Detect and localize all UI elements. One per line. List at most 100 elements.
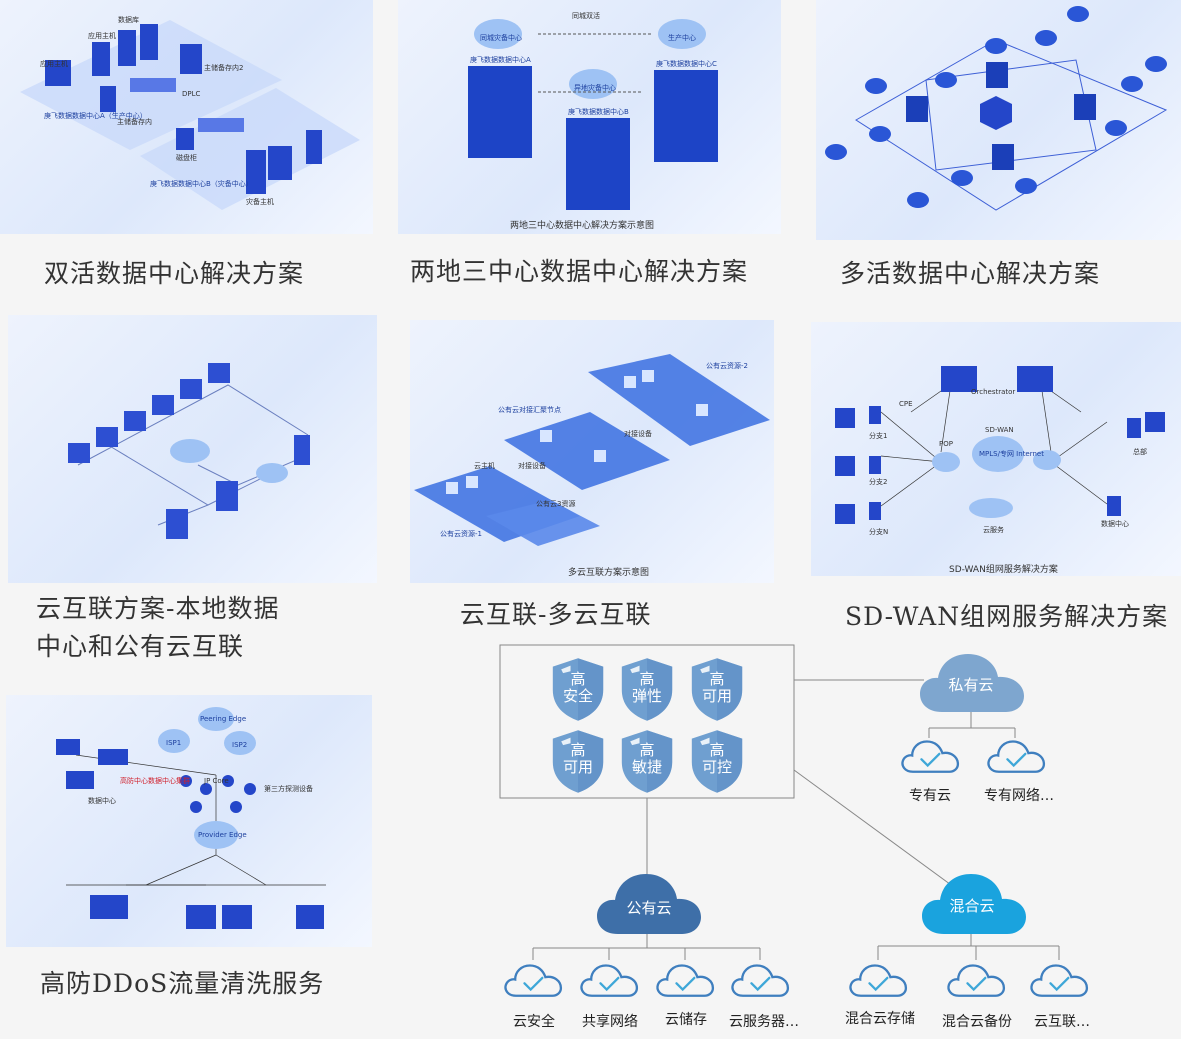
feature-line2: 敏捷: [632, 758, 662, 776]
ddos-thumbnail: ISP1 ISP2 Peering Edge Provider Edge JP …: [6, 695, 372, 947]
label-cloud: 云服务: [983, 525, 1004, 534]
solution-card-two-site-three-center[interactable]: 同城双活 同城灾备中心 生产中心 异地灾备中心 庚飞数据数据中心A 庚飞数据数据…: [398, 0, 782, 300]
label-sync: 同城双活: [572, 11, 600, 20]
feature-line2: 安全: [563, 687, 593, 705]
active-active-thumbnail: 应用主机 应用主机 数据库 主储备存内 主储备存内2 DPLC 磁盘柜 灾备主机…: [0, 0, 373, 234]
private-cloud-child: 专有云: [909, 788, 951, 804]
private-cloud-node: 私有云: [920, 654, 1024, 712]
feature-line2: 可控: [702, 758, 732, 776]
solution-title: 高防DDoS流量清洗服务: [40, 969, 325, 998]
feature-shield: 高 可控: [691, 730, 743, 793]
solution-title: SD-WAN组网服务解决方案: [845, 602, 1169, 631]
solution-title-line-2: 中心和公有云互联: [36, 632, 245, 661]
label-third: 第三方探测设备: [264, 784, 313, 793]
label-sdwan: SD-WAN: [985, 426, 1014, 434]
solution-card-multi-active[interactable]: 多活数据中心解决方案: [816, 0, 1181, 300]
label-backup-host: 灾备主机: [246, 197, 274, 206]
label-branch-n: 分支N: [869, 527, 888, 536]
feature-line1: 高: [709, 670, 724, 688]
label-pop: POP: [939, 440, 953, 448]
label-public-cloud-3: 公有云3资源: [536, 499, 575, 508]
label-center-a: 庚飞数据数据中心A（生产中心）: [44, 111, 147, 120]
local-public-interconnect-thumbnail: [8, 315, 377, 583]
label-device-1: 对接设备: [518, 461, 546, 470]
label-dc-c: 庚飞数据数据中心C: [656, 59, 717, 68]
public-cloud-child: 云服务器…: [729, 1014, 799, 1030]
thumb-caption-multi-cloud: 多云互联方案示意图: [568, 566, 649, 578]
feature-line1: 高: [709, 741, 724, 759]
label-app-host-1: 应用主机: [40, 59, 68, 68]
label-provider: Provider Edge: [198, 831, 247, 839]
label-host: 云主机: [474, 461, 495, 470]
cloud-check-icon: [901, 740, 960, 773]
label-app-host-2: 应用主机: [88, 31, 116, 40]
hybrid-cloud-node: 混合云: [922, 874, 1026, 934]
cloud-check-icon: [504, 964, 563, 997]
label-disaster-center: 同城灾备中心: [480, 33, 522, 42]
multi-cloud-thumbnail: 公有云资源-2 公有云对接汇聚节点 对接设备 对接设备 云主机 公有云3资源 公…: [410, 320, 774, 583]
label-dc-b: 庚飞数据数据中心B: [568, 107, 629, 116]
public-cloud-label: 公有云: [626, 899, 671, 917]
label-device-2: 对接设备: [624, 429, 652, 438]
solution-card-ddos[interactable]: ISP1 ISP2 Peering Edge Provider Edge JP …: [6, 695, 374, 1015]
cloud-check-icon: [1030, 964, 1089, 997]
label-scrub: 高防中心数据中心集群: [120, 776, 190, 785]
feature-line1: 高: [570, 670, 585, 688]
label-dc: 数据中心: [1101, 519, 1129, 528]
thumb-caption-sdwan: SD-WAN组网服务解决方案: [949, 563, 1058, 575]
label-hq: 总部: [1133, 447, 1147, 456]
public-cloud-node: 公有云: [597, 874, 701, 934]
two-site-three-center-thumbnail: 同城双活 同城灾备中心 生产中心 异地灾备中心 庚飞数据数据中心A 庚飞数据数据…: [398, 0, 781, 234]
private-cloud-child: 专有网络…: [984, 788, 1054, 804]
solution-title: 多活数据中心解决方案: [840, 259, 1101, 288]
label-disk: 磁盘柜: [176, 153, 197, 162]
feature-shield: 高 安全: [552, 658, 604, 721]
hybrid-cloud-child: 混合云备份: [942, 1013, 1012, 1030]
feature-line1: 高: [639, 741, 654, 759]
solution-title: 双活数据中心解决方案: [44, 259, 305, 288]
cloud-check-icon: [580, 964, 639, 997]
solution-card-active-active[interactable]: 应用主机 应用主机 数据库 主储备存内 主储备存内2 DPLC 磁盘柜 灾备主机…: [0, 0, 374, 300]
solution-title-line-1: 云互联方案-本地数据: [36, 594, 280, 623]
label-storage-main: 主储备存内: [117, 117, 152, 126]
solution-card-local-public-interconnect[interactable]: 云互联方案-本地数据 中心和公有云互联: [8, 315, 378, 665]
label-remote-backup: 异地灾备中心: [574, 83, 616, 92]
hybrid-cloud-child: 云互联…: [1034, 1014, 1090, 1030]
solution-card-multi-cloud[interactable]: 公有云资源-2 公有云对接汇聚节点 对接设备 对接设备 云主机 公有云3资源 公…: [410, 320, 774, 640]
label-cpe: CPE: [899, 400, 913, 408]
label-core: MPLS/专网 Internet: [979, 449, 1044, 458]
label-orchestrator: Orchestrator: [971, 388, 1015, 396]
public-cloud-child: 共享网络: [582, 1013, 638, 1030]
label-public-cloud-2: 公有云资源-2: [706, 361, 748, 370]
public-cloud-child: 云储存: [665, 1012, 707, 1028]
label-branch-1: 分支1: [869, 431, 887, 440]
label-isp1: ISP1: [166, 739, 181, 747]
feature-line1: 高: [639, 670, 654, 688]
cloud-check-icon: [849, 964, 908, 997]
public-cloud-child: 云安全: [513, 1013, 555, 1030]
multi-active-thumbnail: [816, 0, 1181, 240]
label-center-b: 庚飞数据数据中心B（灾备中心）: [150, 179, 253, 188]
feature-line1: 高: [570, 741, 585, 759]
label-dc-a: 庚飞数据数据中心A: [470, 55, 531, 64]
solution-card-sdwan[interactable]: Orchestrator SD-WAN MPLS/专网 Internet CPE…: [811, 322, 1181, 640]
feature-shield: 高 可用: [691, 658, 743, 721]
label-isp2: ISP2: [232, 741, 247, 749]
hybrid-cloud-label: 混合云: [949, 897, 994, 915]
label-public-cloud-1: 公有云资源-1: [440, 529, 482, 538]
label-peering: Peering Edge: [200, 715, 246, 723]
feature-line2: 可用: [563, 758, 593, 776]
thumb-caption-two-site: 两地三中心数据中心解决方案示意图: [510, 219, 654, 231]
cloud-check-icon: [656, 964, 715, 997]
cloud-check-icon: [987, 740, 1046, 773]
feature-line2: 可用: [702, 687, 732, 705]
label-db: 数据库: [118, 15, 139, 24]
cloud-check-icon: [731, 964, 790, 997]
label-storage-2: 主储备存内2: [204, 63, 243, 72]
label-production-center: 生产中心: [668, 33, 696, 42]
label-branch-2: 分支2: [869, 477, 887, 486]
hybrid-cloud-child: 混合云存储: [845, 1011, 915, 1027]
feature-shield: 高 可用: [552, 730, 604, 793]
cloud-check-icon: [947, 964, 1006, 997]
solution-title: 云互联-多云互联: [460, 600, 652, 629]
